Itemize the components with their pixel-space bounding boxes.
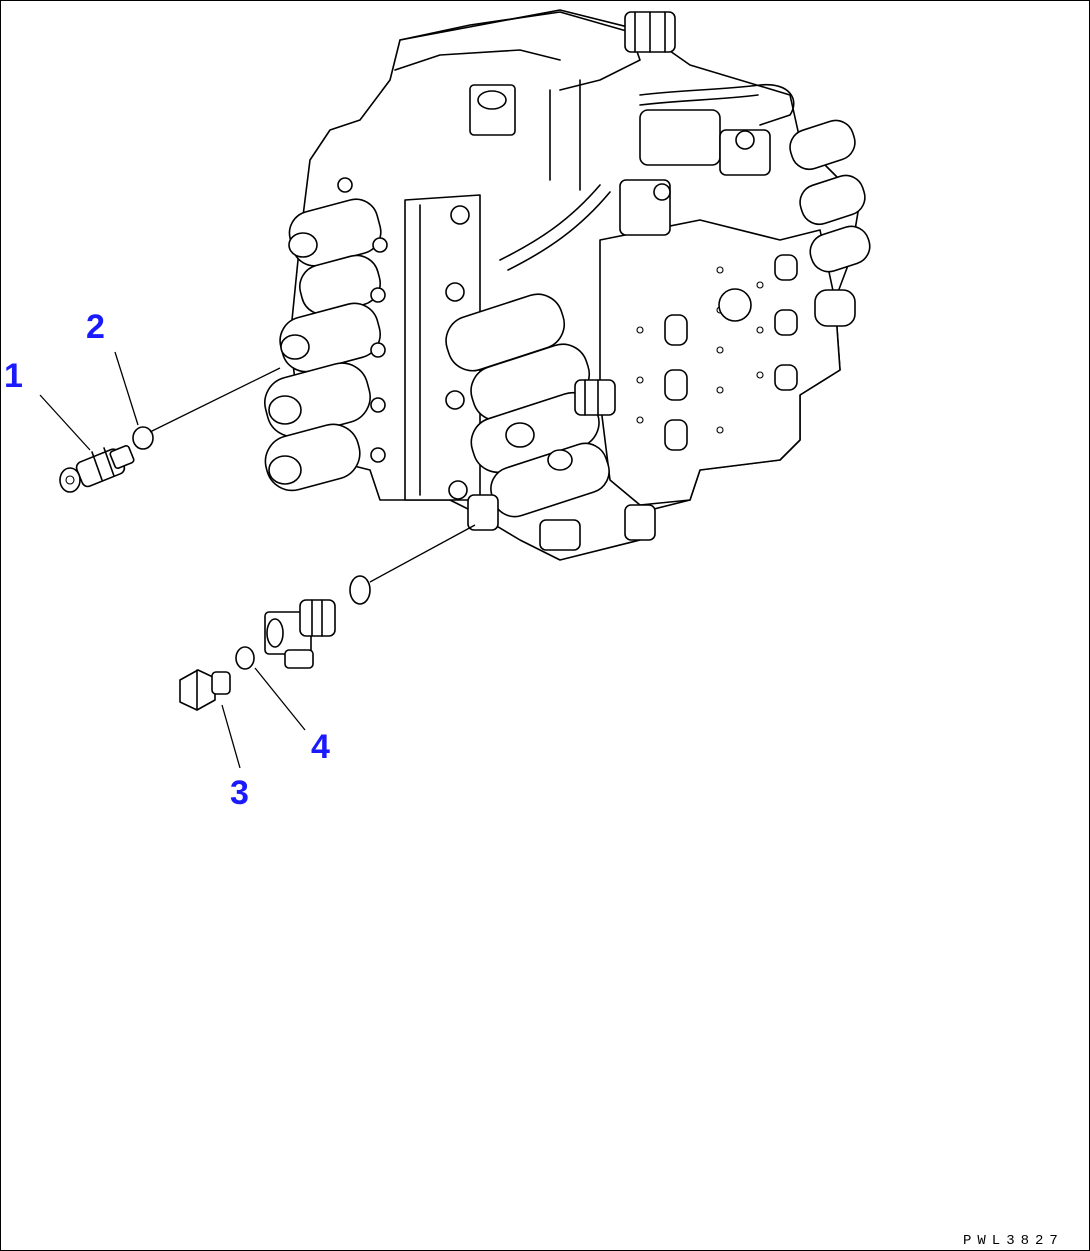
center-spools bbox=[445, 293, 616, 518]
callout-3: 3 bbox=[230, 774, 249, 812]
right-solenoids bbox=[789, 119, 871, 327]
part-4-o-ring bbox=[235, 646, 255, 670]
plate-bolts bbox=[337, 177, 470, 500]
leader-lines bbox=[39, 351, 306, 769]
part-2-o-ring bbox=[132, 426, 154, 450]
part-1-plug-fitting bbox=[59, 445, 135, 493]
assembly-axis-line bbox=[149, 367, 281, 433]
assembly-axis-line-lower bbox=[369, 524, 476, 583]
drawing-code: PWL3827 bbox=[963, 1233, 1064, 1249]
mounting-holes bbox=[636, 254, 798, 451]
part-3-plug-bolt bbox=[179, 669, 231, 711]
callout-1: 1 bbox=[4, 357, 23, 395]
o-ring-elbow bbox=[349, 575, 371, 605]
elbow-fitting bbox=[264, 599, 336, 669]
callout-4: 4 bbox=[311, 728, 330, 766]
left-solenoids bbox=[264, 198, 382, 492]
control-valve-assembly bbox=[264, 9, 871, 561]
callout-2: 2 bbox=[86, 308, 105, 346]
